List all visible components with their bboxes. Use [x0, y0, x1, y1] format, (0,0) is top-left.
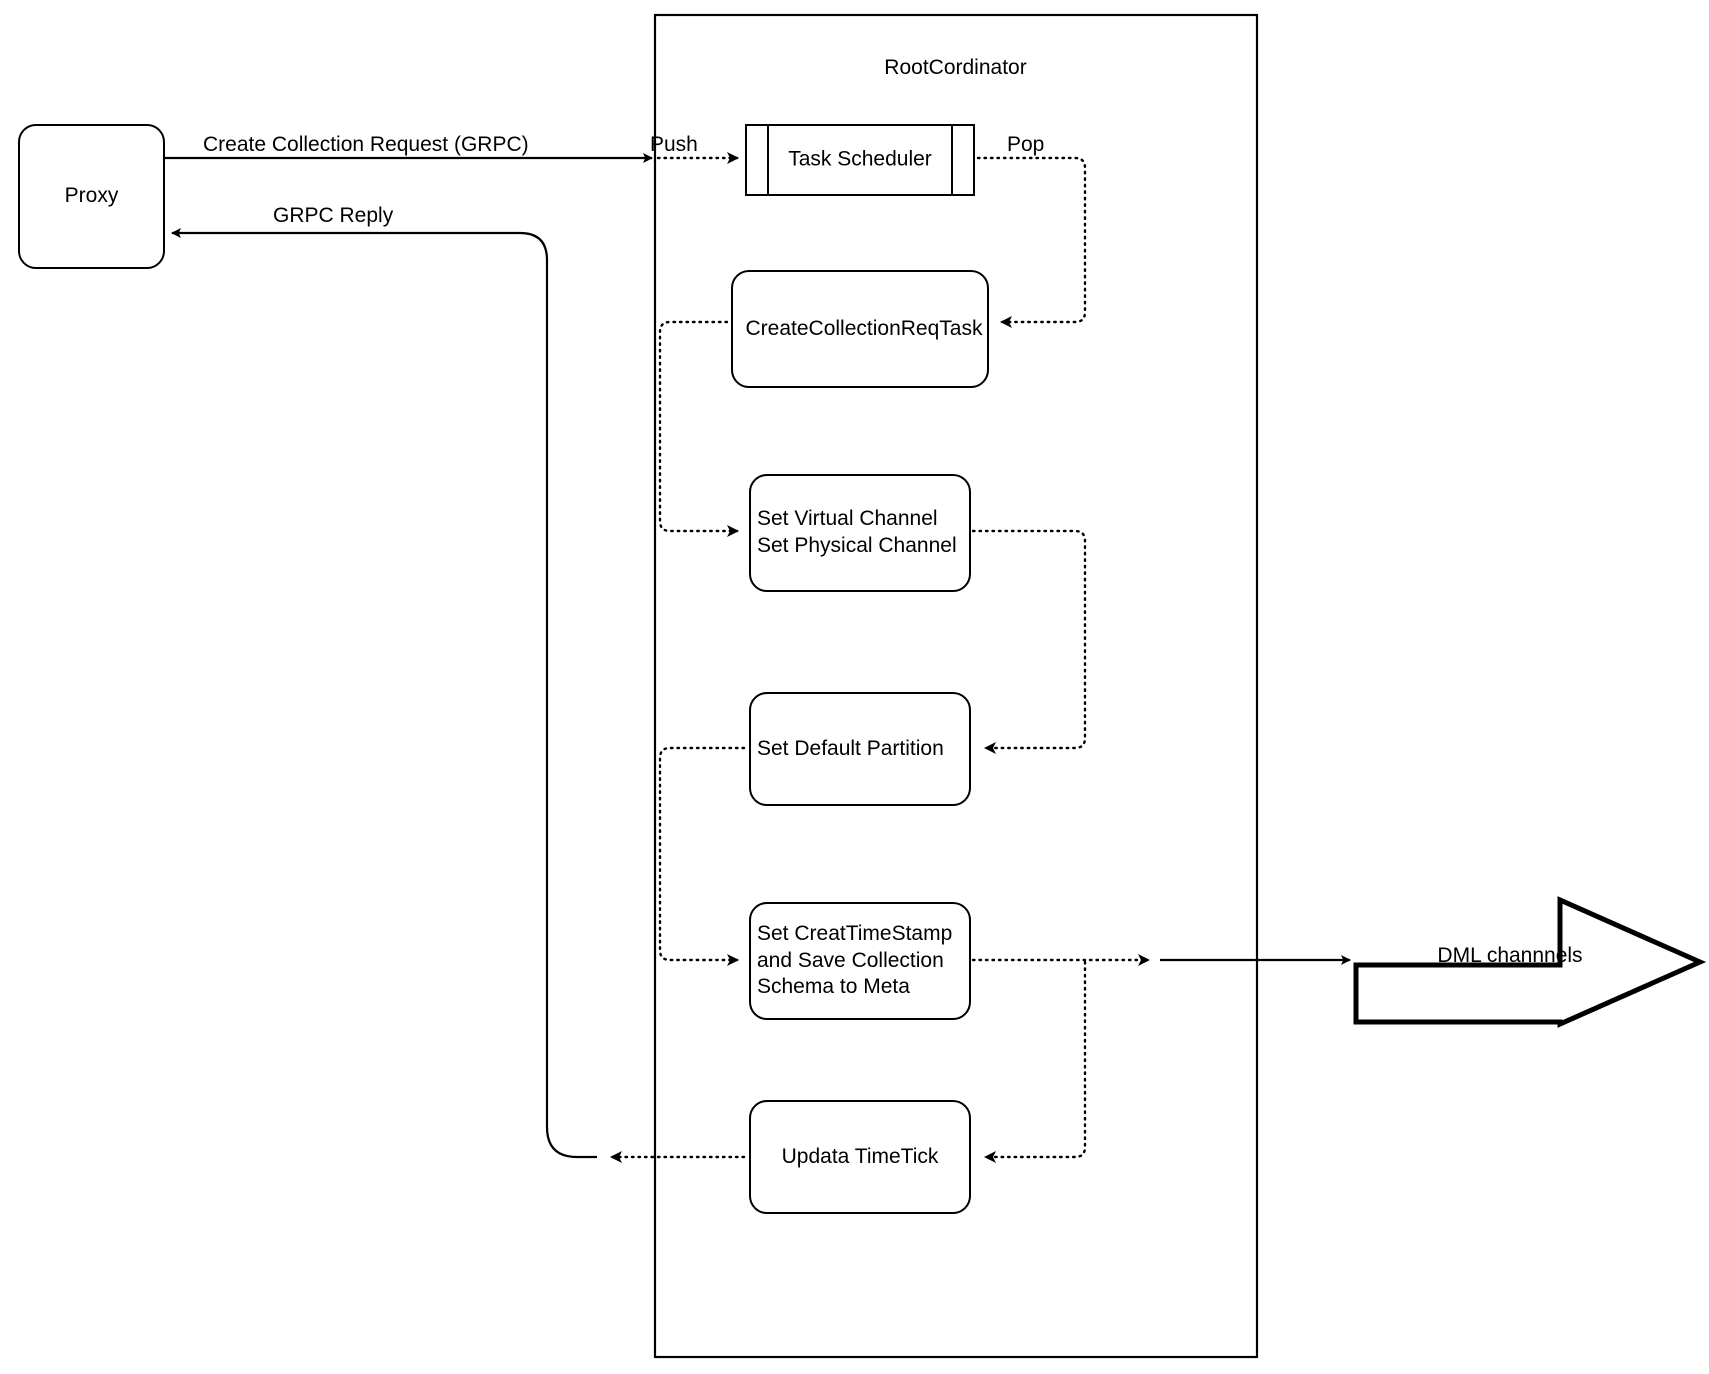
rootcoordinator-container: [653, 13, 1259, 1359]
node-dml-channels-label: DML channnels: [1437, 944, 1583, 967]
edge-label-pop: Pop: [1007, 133, 1045, 156]
node-set-default-partition[interactable]: Set Default Partition: [749, 692, 971, 806]
node-create-collection-req-task[interactable]: CreateCollectionReqTask: [731, 270, 989, 388]
edge-label-grpc-reply: GRPC Reply: [273, 204, 394, 227]
node-set-timestamp-meta[interactable]: Set CreatTimeStamp and Save Collection S…: [749, 902, 971, 1020]
node-proxy[interactable]: Proxy: [18, 124, 165, 269]
node-set-timestamp-meta-line2: and Save Collection: [757, 948, 944, 972]
node-update-timetick[interactable]: Updata TimeTick: [749, 1100, 971, 1214]
edge-task-to-channels: [658, 320, 739, 537]
node-set-timestamp-meta-line3: Schema to Meta: [757, 975, 910, 999]
edge-pop: [976, 156, 1087, 328]
node-update-timetick-label: Updata TimeTick: [781, 1144, 939, 1168]
queue-divider-right: [951, 126, 953, 194]
node-set-timestamp-meta-line1: Set CreatTimeStamp: [757, 921, 953, 945]
node-task-scheduler[interactable]: Task Scheduler: [745, 124, 975, 196]
node-set-channels[interactable]: Set Virtual Channel Set Physical Channel: [749, 474, 971, 592]
edge-grpc-reply: [171, 228, 597, 1159]
edge-channels-to-partition: [971, 529, 1087, 754]
queue-divider-left: [767, 126, 769, 194]
node-task-scheduler-label: Task Scheduler: [788, 147, 932, 171]
dml-channels-arrow-shape: [1353, 896, 1707, 1028]
rootcoordinator-title: RootCordinator: [884, 56, 1027, 79]
edge-label-push: Push: [650, 133, 698, 156]
node-set-channels-line2: Set Physical Channel: [757, 534, 957, 557]
node-set-channels-line1: Set Virtual Channel: [757, 507, 938, 531]
edge-label-create-collection-request: Create Collection Request (GRPC): [203, 133, 529, 156]
edge-partition-to-timestamp: [658, 746, 746, 966]
node-set-default-partition-label: Set Default Partition: [757, 736, 944, 760]
node-create-collection-req-task-label: CreateCollectionReqTask: [745, 316, 983, 340]
node-proxy-label: Proxy: [64, 184, 119, 208]
edge-timestamp-to-timetick: [984, 960, 1087, 1163]
